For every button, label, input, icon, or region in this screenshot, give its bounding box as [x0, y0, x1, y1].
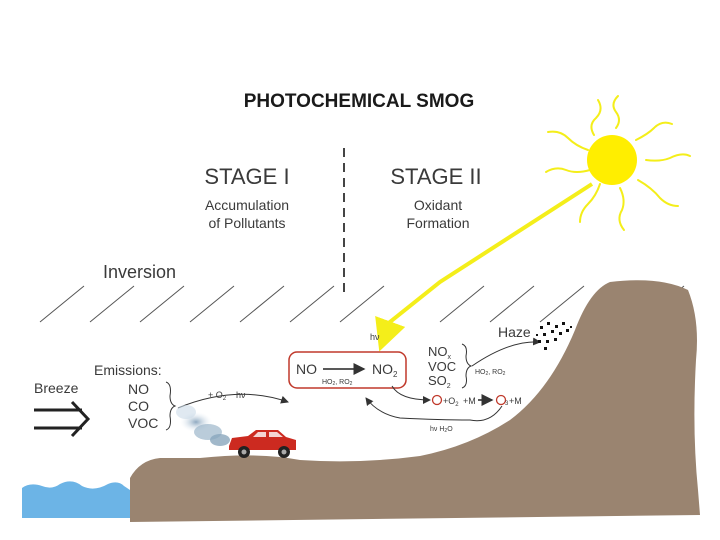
emission-item-voc: VOC — [128, 415, 158, 431]
return-label: hν H2O — [430, 426, 453, 434]
breeze-arrow-icon — [34, 400, 91, 438]
emission-item-no: NO — [128, 381, 149, 397]
inversion-hatch-line — [289, 285, 335, 323]
ozone-sub: 3 — [505, 401, 509, 407]
plus-m-2: +M — [509, 396, 522, 406]
stage1-caption-line2: of Pollutants — [208, 215, 285, 231]
sun-ray-arrow — [375, 182, 594, 352]
reaction-box — [288, 351, 407, 389]
diagram-title: PHOTOCHEMICAL SMOG — [244, 91, 474, 112]
breeze-label: Breeze — [34, 380, 79, 396]
no2-label: NO2 — [372, 361, 398, 379]
stage2-item-so2: SO2 — [428, 373, 451, 390]
return-arrow — [365, 397, 503, 422]
inversion-hatch-line — [539, 285, 585, 323]
inversion-hatch-line — [489, 285, 535, 323]
stage2-item-nox: NOx — [428, 344, 452, 361]
inversion-hatch-line — [239, 285, 285, 323]
o-plus-o2: +O2 — [443, 396, 459, 408]
catalysts-label: HO2, RO2 — [322, 379, 353, 387]
emissions-label: Emissions: — [94, 362, 162, 378]
stage2-heading: STAGE II — [390, 164, 481, 189]
ground-mountain — [130, 280, 700, 522]
haze-arrow — [471, 337, 541, 367]
car-icon — [229, 430, 296, 458]
exhaust-plume — [176, 405, 230, 446]
oxygen-atom-icon — [431, 394, 443, 406]
stage2-list-brace — [461, 343, 473, 389]
inversion-hatch-line — [39, 285, 85, 323]
inversion-hatch-line — [339, 285, 385, 323]
inversion-hatch-line — [189, 285, 235, 323]
inversion-label: Inversion — [103, 262, 176, 282]
water — [22, 481, 130, 518]
arrow1-label-hv: hν — [236, 390, 246, 400]
arrow1-label-o2: + O2 — [208, 390, 227, 402]
no-label: NO — [296, 361, 317, 377]
emission-item-co: CO — [128, 398, 149, 414]
emissions-brace — [165, 381, 177, 431]
sun-ray-label: hν — [370, 332, 380, 342]
stage2-caption-line2: Formation — [406, 215, 469, 231]
stage1-caption-line1: Accumulation — [205, 197, 289, 213]
sun-icon — [545, 95, 691, 231]
stage2-caption-line1: Oxidant — [414, 197, 462, 213]
inversion-hatch-line — [139, 285, 185, 323]
haze-particles — [536, 322, 572, 350]
stage1-heading: STAGE I — [204, 164, 289, 189]
stage2-item-voc: VOC — [428, 359, 456, 374]
ozone-molecule-icon — [495, 394, 507, 406]
inversion-hatch-line — [439, 285, 485, 323]
haze-arrow-label: HO2, RO2 — [475, 369, 506, 377]
no2-to-o-arrow — [391, 385, 431, 404]
haze-label: Haze — [498, 324, 531, 340]
inversion-hatch-line — [89, 285, 135, 323]
plus-m-1: +M — [463, 396, 476, 406]
emissions-to-no-arrow — [177, 393, 289, 409]
